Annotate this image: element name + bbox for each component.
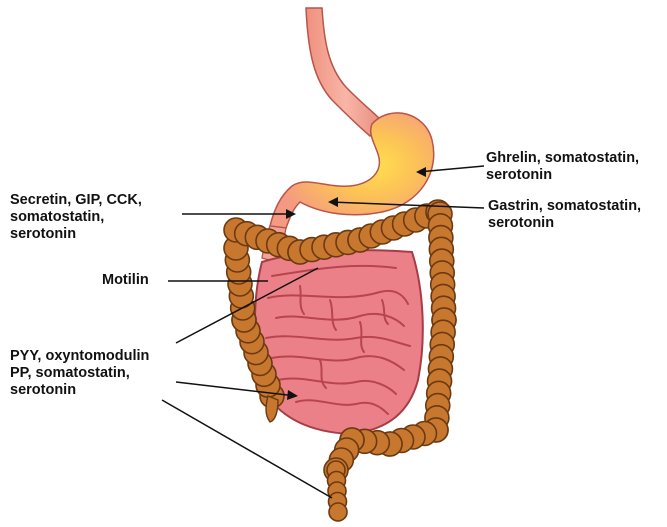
label-secretin-line-2: somatostatin,: [10, 209, 142, 226]
label-gastrin-line-2: serotonin: [488, 215, 641, 232]
label-pyy-line-3: serotonin: [10, 382, 149, 399]
label-secretin: Secretin, GIP, CCK, somatostatin, seroto…: [10, 192, 142, 243]
label-pyy: PYY, oxyntomodulin PP, somatostatin, ser…: [10, 348, 149, 399]
label-gastrin: Gastrin, somatostatin, serotonin: [488, 198, 641, 232]
appendix: [266, 396, 278, 422]
esophagus: [306, 8, 385, 136]
label-ghrelin-line-2: serotonin: [486, 167, 639, 184]
label-secretin-line-1: Secretin, GIP, CCK,: [10, 192, 142, 209]
label-ghrelin: Ghrelin, somatostatin, serotonin: [486, 150, 639, 184]
label-pyy-line-2: PP, somatostatin,: [10, 365, 149, 382]
label-secretin-line-3: serotonin: [10, 226, 142, 243]
label-motilin-line-1: Motilin: [102, 272, 149, 289]
label-motilin: Motilin: [102, 272, 149, 289]
colon-haustra: [329, 503, 347, 521]
label-gastrin-line-1: Gastrin, somatostatin,: [488, 198, 641, 215]
label-pyy-line-1: PYY, oxyntomodulin: [10, 348, 149, 365]
label-ghrelin-line-1: Ghrelin, somatostatin,: [486, 150, 639, 167]
